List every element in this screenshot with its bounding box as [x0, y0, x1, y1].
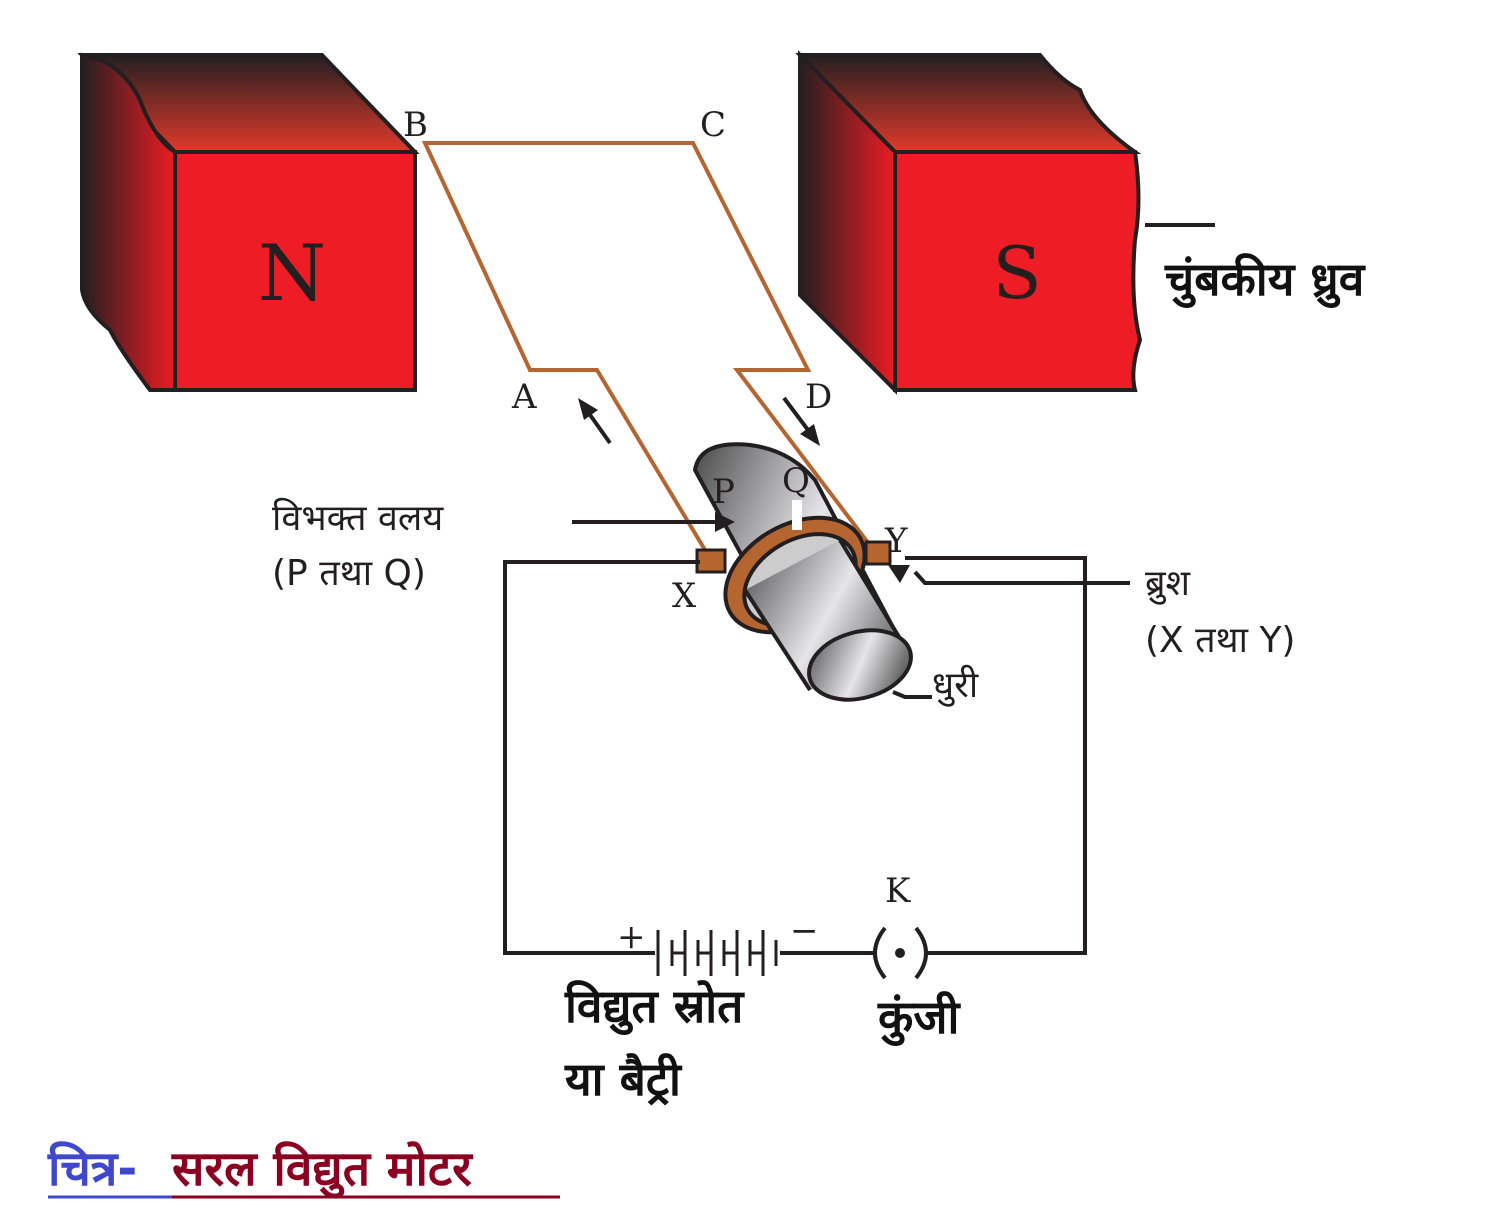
- commutator-pointer: [572, 512, 735, 532]
- point-c: C: [700, 105, 726, 145]
- axle-label: धुरी: [932, 664, 979, 707]
- brush-pointer-icon: [888, 565, 910, 583]
- brush-label: ब्रुश: [1145, 563, 1191, 605]
- battery-icon: [656, 930, 778, 976]
- south-label: S: [992, 231, 1041, 315]
- split-ring-label: विभक्त वलय: [272, 497, 444, 539]
- brush-y: [864, 540, 892, 566]
- ring-q: Q: [782, 461, 810, 501]
- brush-sublabel: (X तथा Y): [1145, 620, 1295, 661]
- brush-x-label: X: [672, 576, 697, 616]
- magnetic-pole-label: चुंबकीय ध्रुव: [1164, 252, 1366, 309]
- point-d: D: [805, 377, 832, 417]
- battery-sublabel: या बैट्री: [564, 1052, 683, 1106]
- circuit-wire: [503, 556, 1130, 955]
- axle: [692, 442, 913, 702]
- current-arrow-up-icon: [578, 398, 612, 445]
- caption: चित्र- सरल विद्युत मोटर: [47, 1141, 560, 1199]
- current-arrow-down-icon: [782, 396, 820, 446]
- split-ring-sublabel: (P तथा Q): [272, 553, 426, 594]
- caption-title: सरल विद्युत मोटर: [171, 1141, 474, 1199]
- key-symbol: K: [885, 871, 911, 911]
- north-label: N: [258, 229, 326, 319]
- battery-minus: −: [790, 911, 819, 951]
- brush-y-label: Y: [884, 521, 908, 561]
- coil-abcd: [421, 141, 874, 552]
- ring-p: P: [712, 472, 735, 512]
- point-b: B: [403, 105, 428, 145]
- key-label: कुंजी: [877, 990, 961, 1047]
- battery-label: विद्युत स्रोत: [564, 979, 745, 1036]
- caption-prefix: चित्र-: [47, 1141, 137, 1197]
- south-magnet: [795, 50, 1143, 395]
- brush-x: [695, 548, 727, 574]
- axle-pointer: [892, 690, 932, 699]
- north-magnet: [77, 52, 420, 392]
- point-a: A: [511, 377, 537, 417]
- battery-plus: +: [617, 917, 646, 957]
- key-icon[interactable]: [873, 926, 928, 980]
